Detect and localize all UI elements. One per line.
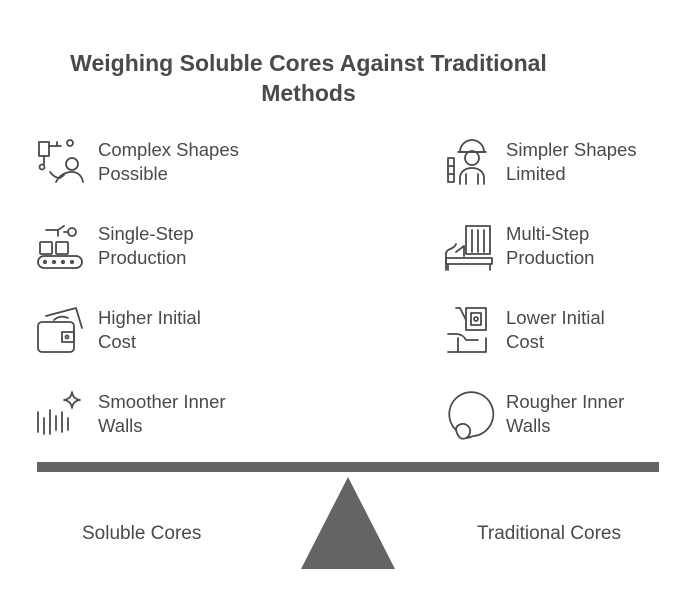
right-item-label: Lower Initial Cost [506,307,605,352]
hand-money-icon [444,306,496,358]
right-item-rougher-walls: Rougher Inner Walls [444,390,684,450]
right-item-label: Multi-Step Production [506,223,595,268]
title-line-2: Methods [261,80,356,106]
worker-icon [444,138,496,190]
right-side-label: Traditional Cores [477,523,621,544]
wallet-cash-icon [36,306,88,358]
right-item-lower-cost: Lower Initial Cost [444,306,684,366]
left-item-label: Single-Step Production [98,223,194,268]
sparkle-lines-icon [36,390,88,442]
right-item-label: Rougher Inner Walls [506,391,625,436]
balance-beam [37,462,659,472]
left-item-label: Higher Initial Cost [98,307,201,352]
robot-arm-person-icon [36,138,88,190]
rough-circle-icon [444,390,496,442]
title-line-1: Weighing Soluble Cores Against Tradition… [70,50,547,76]
diagram-title: Weighing Soluble Cores Against Tradition… [0,48,617,108]
left-side-label: Soluble Cores [82,523,202,544]
right-item-simpler-shapes: Simpler Shapes Limited [444,138,684,198]
right-item-label: Simpler Shapes Limited [506,139,637,184]
conveyor-machine-icon [36,222,88,274]
left-item-single-step: Single-Step Production [36,222,276,282]
right-item-multi-step: Multi-Step Production [444,222,684,282]
left-item-label: Smoother Inner Walls [98,391,226,436]
left-item-smoother-walls: Smoother Inner Walls [36,390,276,450]
fulcrum-triangle [301,477,395,569]
left-item-complex-shapes: Complex Shapes Possible [36,138,276,198]
left-item-higher-cost: Higher Initial Cost [36,306,276,366]
left-item-label: Complex Shapes Possible [98,139,239,184]
factory-icon [444,222,496,274]
